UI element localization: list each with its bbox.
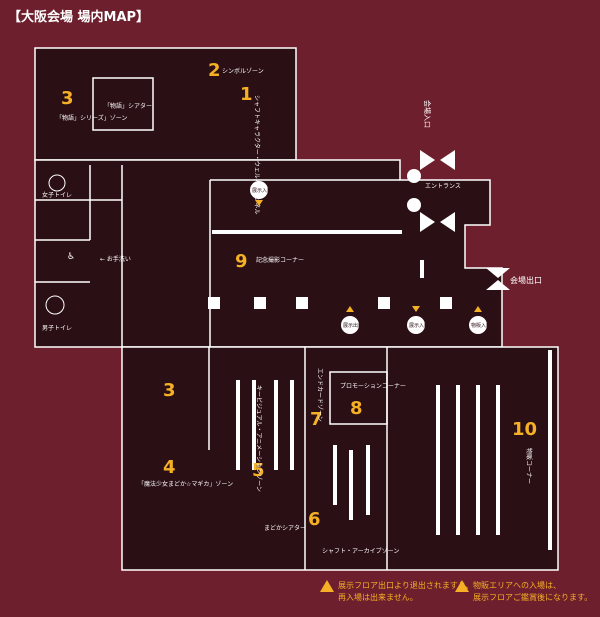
flow-arrows [255,200,482,312]
wheelchair-icon: ♿ [67,252,75,262]
exhibit-entry-top-label: 展示入口 [252,188,272,194]
gate-entrance-top [420,150,435,170]
gate-badges: 展示入口 展示出口 展示入口 物販入口 [250,181,491,334]
entrance-label: エントランス [425,183,461,190]
arrow-up-icon [346,306,354,312]
gate-markers [420,150,510,290]
zone-numbers: 1 2 3 3 4 5 6 7 8 9 10 [61,60,537,530]
women-toilet-label: 女子トイレ [42,191,72,199]
note-goods-line2: 展示フロアご鑑賞後になります。 [473,593,593,602]
man-icon [45,295,65,315]
zone-4-label: 「魔法少女まどか☆マギカ」ゾーン [138,480,233,488]
zone-2-label: シンボルゾーン [222,67,264,75]
zone-labels: シンボルゾーン 「物語」シリーズ」ゾーン 「物語」シアター 「魔法少女まどか☆マ… [56,67,533,555]
zone-4-number: 4 [163,457,176,478]
zone-10-label: 物販コーナー [525,448,533,484]
note-reentry: 展示フロア出口より退出されますと、 再入場は出来ません。 [320,580,474,603]
facility-labels: 女子トイレ 男子トイレ ← お手洗い ♿ エントランス 会場出口 会場入口 [42,100,542,332]
zone-3a-theater-label: 「物語」シアター [104,102,152,110]
map-title: 【大阪会場 場内MAP】 [8,10,150,25]
arrow-down-icon-2 [412,306,420,312]
zone-5-number: 5 [252,460,265,481]
zone-1-number: 1 [240,84,253,105]
arrow-down-icon [255,200,263,206]
zone-7-label: エンドカードゾーン [316,368,323,422]
zone-2-number: 2 [208,60,221,81]
zone-10-number: 10 [512,419,537,440]
woman-icon [48,174,66,192]
venue-entrance-label: 会場入口 [423,100,432,128]
exhibit-entry-label: 展示入口 [409,323,429,329]
note-goods-line1: 物販エリアへの入場は、 [473,581,561,590]
note-goods: 物販エリアへの入場は、 展示フロアご鑑賞後になります。 [455,580,592,603]
zone-5-label: キービジュアル・アニメーションゾーン [255,385,263,492]
note-reentry-line1: 展示フロア出口より退出されますと、 [338,581,474,590]
arrow-up-icon-2 [474,306,482,312]
zone-3b-number: 3 [163,380,176,401]
display-blocks [208,169,552,550]
warning-icon [320,580,334,592]
zone-3a-number: 3 [61,88,74,109]
zone-6-number: 6 [308,509,321,530]
gate-exit [486,268,510,278]
zone-8-number: 8 [350,398,363,419]
goods-entry-label: 物販入口 [471,322,491,329]
zone-1-label: シャフトキャラクター・ウェルカムトンネル [253,95,261,214]
zone-7-number: 7 [310,409,323,430]
gate-entrance-bottom [420,212,435,232]
zone-9-label: 記念撮影コーナー [256,256,304,264]
men-toilet-label: 男子トイレ [42,325,72,332]
zone-8-label: プロモーションコーナー [340,383,406,390]
zone-9-number: 9 [235,251,248,272]
washroom-label: ← お手洗い [100,255,131,263]
note-reentry-line2: 再入場は出来ません。 [338,593,418,602]
zone-6-theater-label: まどかシアター [264,524,306,532]
warning-icon-2 [455,580,469,592]
exhibit-exit-label: 展示出口 [343,322,363,329]
zone-6-label: シャフト・アーカイブゾーン [322,547,399,555]
floor-lower [121,346,559,571]
venue-exit-label: 会場出口 [510,275,542,285]
inner-walls [35,77,400,570]
zone-3a-label: 「物語」シリーズ」ゾーン [56,114,127,122]
